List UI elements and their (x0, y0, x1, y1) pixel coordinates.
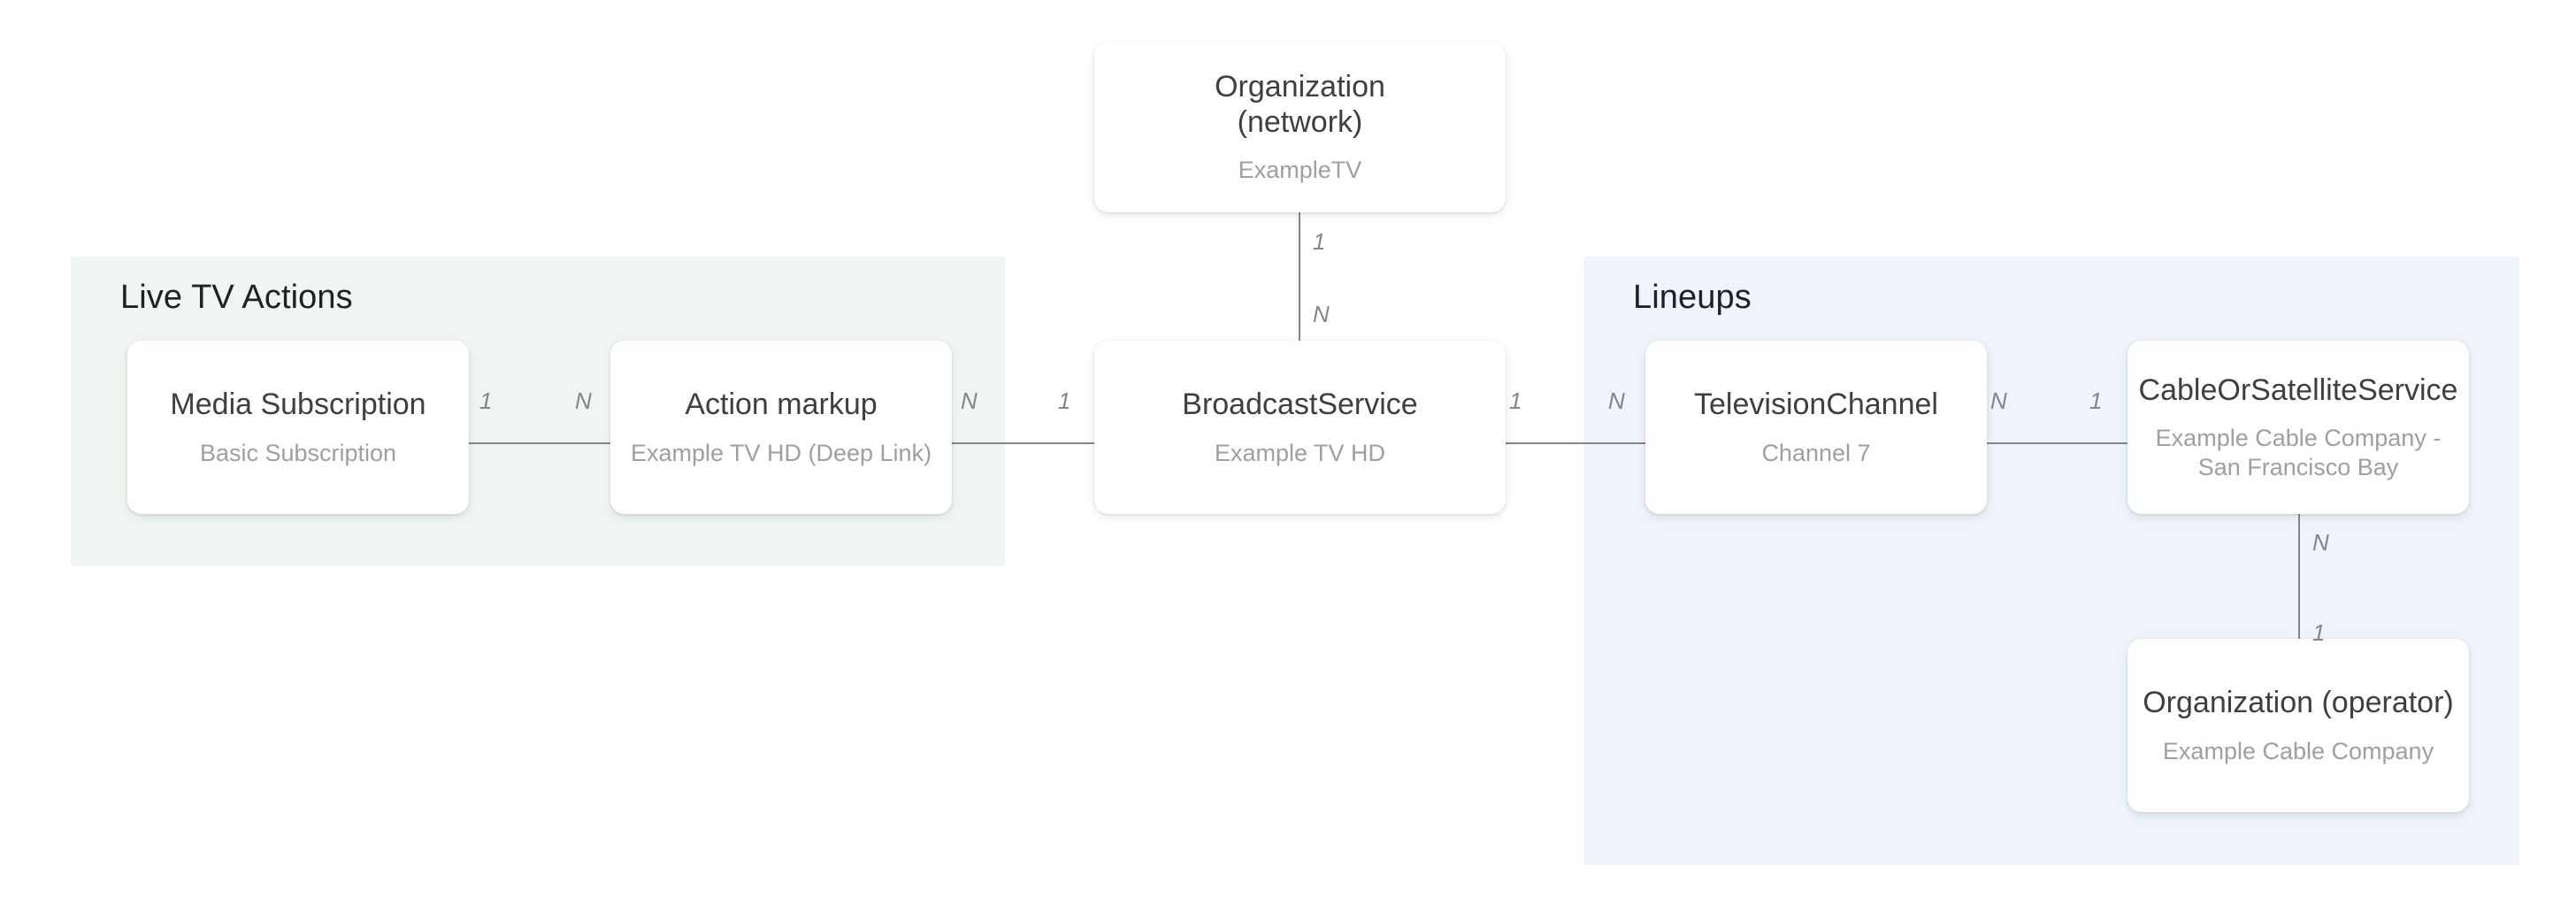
entity-title: Media Subscription (170, 388, 426, 422)
cardinality-label-target: N (1313, 301, 1330, 327)
entity-subtitle: Example Cable Company (2162, 737, 2434, 764)
entity-title: Organization (operator) (2143, 686, 2454, 720)
entity-title: CableOrSatelliteService (2138, 372, 2458, 407)
entity-title: Action markup (685, 388, 878, 422)
cardinality-label-source: N (2312, 529, 2329, 556)
entity-title: BroadcastService (1182, 388, 1418, 422)
edge-action-markup-to-broadcast-service (943, 442, 1102, 444)
entity-subtitle: Basic Subscription (199, 439, 397, 466)
entity-subtitle: Example Cable Company - San Francisco Ba… (2155, 425, 2442, 480)
entity-subtitle: ExampleTV (1238, 157, 1362, 184)
entity-node-action-markup[interactable]: Action markup Example TV HD (Deep Link) (610, 341, 952, 514)
cardinality-label-source: N (1990, 388, 2007, 414)
entity-node-cable-or-satellite-service[interactable]: CableOrSatelliteService Example Cable Co… (2128, 341, 2469, 514)
entity-subtitle: Example TV HD (1214, 439, 1386, 466)
entity-node-media-subscription[interactable]: Media Subscription Basic Subscription (127, 341, 469, 514)
cardinality-label-source: N (961, 388, 978, 414)
cardinality-label-source: 1 (1509, 388, 1522, 414)
cardinality-label-target: 1 (2312, 619, 2326, 646)
entity-node-television-channel[interactable]: TelevisionChannel Channel 7 (1645, 341, 1987, 514)
cardinality-label-source: 1 (1313, 228, 1326, 255)
entity-node-organization-operator[interactable]: Organization (operator) Example Cable Co… (2128, 639, 2469, 812)
edge-broadcast-service-to-television-channel (1497, 442, 1654, 444)
entity-title: TelevisionChannel (1694, 388, 1938, 422)
cardinality-label-target: N (1608, 388, 1625, 414)
group-title-live-tv-actions: Live TV Actions (120, 279, 353, 316)
entity-title: Organization (network) (1215, 70, 1385, 139)
cardinality-label-source: 1 (479, 388, 493, 414)
edge-media-subscription-to-action-markup (460, 442, 619, 444)
entity-node-broadcast-service[interactable]: BroadcastService Example TV HD (1094, 341, 1506, 514)
edge-television-channel-to-cable-service (1978, 442, 2137, 444)
entity-subtitle: Example TV HD (Deep Link) (630, 439, 932, 466)
group-title-lineups: Lineups (1633, 279, 1752, 316)
entity-node-organization-network[interactable]: Organization (network) ExampleTV (1094, 42, 1506, 212)
cardinality-label-target: N (575, 388, 592, 414)
cardinality-label-target: 1 (2089, 388, 2103, 414)
cardinality-label-target: 1 (1058, 388, 1071, 414)
edge-org-network-to-broadcast-service (1299, 212, 1300, 341)
edge-cable-service-to-organization-operator (2298, 514, 2300, 641)
entity-subtitle: Channel 7 (1761, 439, 1871, 466)
